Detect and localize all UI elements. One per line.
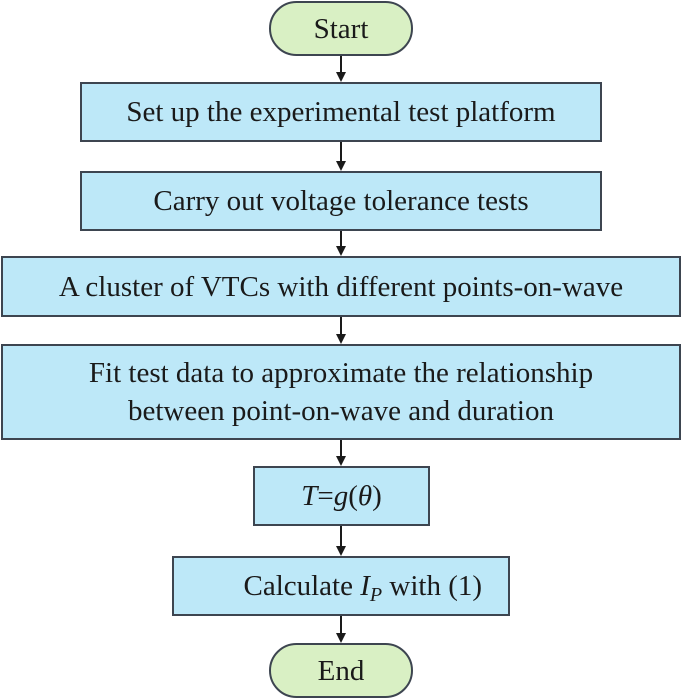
- calculate-suffix: with (1): [382, 570, 483, 602]
- step-voltage-tests: Carry out voltage tolerance tests: [80, 171, 602, 231]
- start-label: Start: [313, 12, 369, 45]
- arrow-step2-to-step3: [336, 231, 346, 256]
- formula-close-paren: ): [372, 480, 382, 512]
- step-voltage-tests-label: Carry out voltage tolerance tests: [153, 185, 529, 217]
- end-label: End: [317, 654, 365, 687]
- step-calculate: Calculate IP with (1): [172, 556, 510, 616]
- formula-box: T=g(θ): [253, 466, 430, 526]
- formula-lhs: T: [301, 480, 318, 512]
- arrow-step3-to-step4: [336, 317, 346, 344]
- start-terminal: Start: [269, 1, 413, 56]
- step-vtc-cluster: A cluster of VTCs with different points-…: [1, 256, 681, 317]
- calculate-subscript: P: [369, 584, 383, 606]
- step-fit-data-line1: Fit test data to approximate the relatio…: [88, 357, 594, 389]
- formula-theta: θ: [357, 480, 373, 512]
- formula-equals: =: [317, 480, 334, 512]
- end-terminal: End: [269, 643, 413, 698]
- step-fit-data: Fit test data to approximate the relatio…: [1, 344, 681, 440]
- arrow-step4-to-formula: [336, 440, 346, 466]
- calculate-prefix: Calculate: [243, 570, 361, 602]
- formula-func: g: [333, 480, 349, 512]
- arrow-start-to-step1: [336, 56, 346, 82]
- calculate-var: I: [360, 570, 370, 602]
- step-vtc-cluster-label: A cluster of VTCs with different points-…: [58, 270, 624, 303]
- arrow-step1-to-step2: [336, 142, 346, 171]
- step-setup-platform: Set up the experimental test platform: [80, 82, 602, 142]
- step-fit-data-line2: between point-on-wave and duration: [128, 395, 554, 427]
- step-setup-platform-label: Set up the experimental test platform: [126, 96, 556, 128]
- formula-open-paren: (: [348, 480, 358, 512]
